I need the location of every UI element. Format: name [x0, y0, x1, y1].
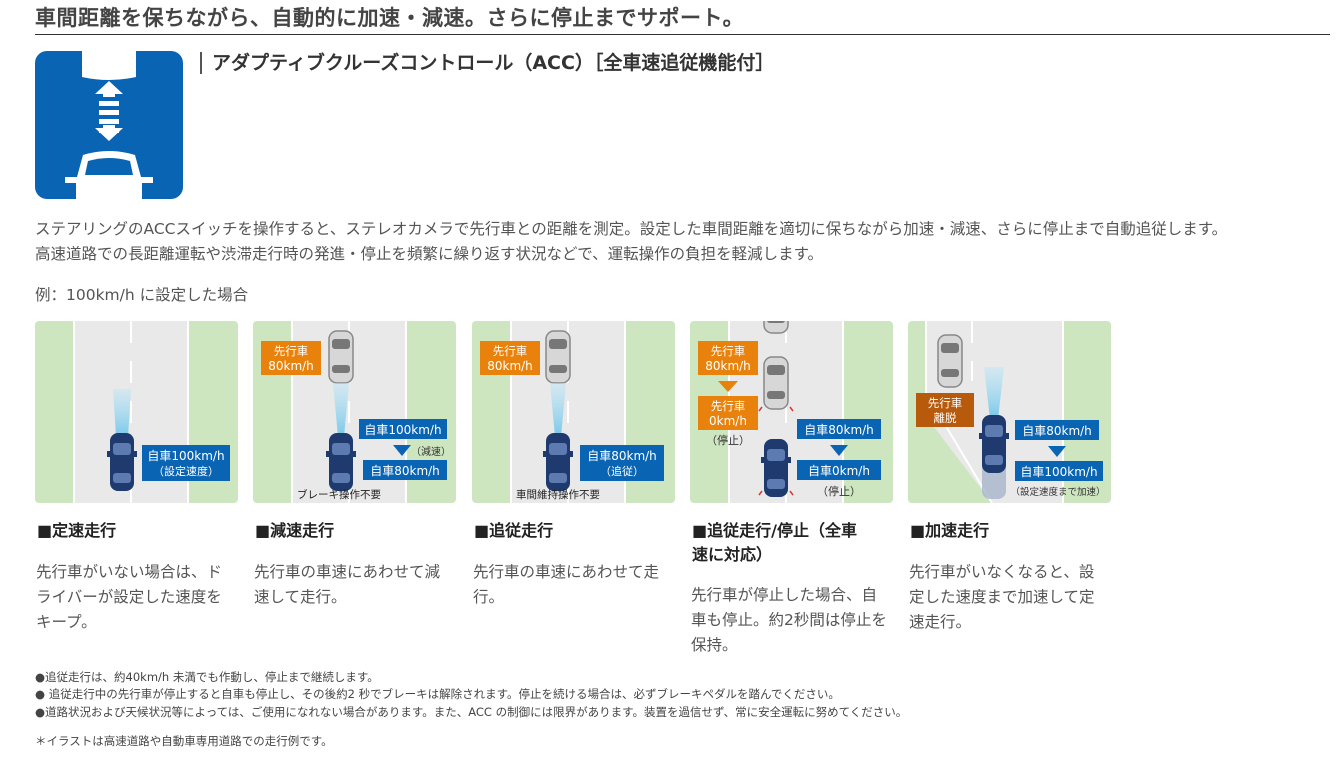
- own-after-badge: [797, 460, 881, 480]
- change-label: （減速）: [411, 445, 451, 458]
- panel-follow-stop: 先行車 80km/h 先行車 0km/h （停止） 自車80km/h 自車0km…: [690, 321, 893, 503]
- change-label: （設定速度まで加速）: [1010, 486, 1105, 498]
- caption-title-2: ■減速走行: [255, 521, 335, 540]
- lead-after-label: 先行車: [711, 399, 746, 413]
- down-arrow-icon: [393, 445, 411, 456]
- headline-rule: [35, 34, 1330, 35]
- panel-constant-speed: 自車100km/h （設定速度）: [35, 321, 238, 503]
- own-speed-sub: （設定速度）: [153, 464, 219, 478]
- own-car: [979, 415, 1009, 473]
- caption-title-3: ■追従走行: [474, 521, 554, 540]
- caption-desc-4: 先行車が停止した場合、自車も停止。約2秒間は停止を保持。: [691, 586, 887, 654]
- headline: 車間距離を保ちながら、自動的に加速・減速。さらに停止までサポート。: [35, 6, 745, 30]
- own-before-badge: [1015, 420, 1099, 440]
- sensor-beam: [550, 383, 566, 437]
- own-before-badge: [797, 419, 881, 439]
- own-car: [326, 433, 356, 491]
- down-arrow-icon: [830, 445, 848, 456]
- down-arrow-icon: [1048, 446, 1066, 457]
- lead-label: 先行車: [493, 344, 528, 358]
- own-speed-text: 自車100km/h: [147, 449, 224, 463]
- caption-desc-2: 先行車の車速にあわせて減速して走行。: [254, 563, 441, 606]
- lead-car: [328, 330, 354, 384]
- lead-car: [763, 356, 789, 410]
- lead-speed: 80km/h: [487, 359, 533, 373]
- lead-after-badge: [698, 396, 758, 430]
- lead-speed-badge: [480, 341, 540, 375]
- own-after-text: 自車80km/h: [370, 464, 440, 478]
- own-car: [761, 439, 791, 497]
- lead-before-badge: [698, 341, 758, 375]
- own-before-badge: [359, 419, 447, 439]
- lead-label: 先行車: [274, 344, 309, 358]
- feature-title: アダプティブクルーズコントロール（ACC）［全車速追従機能付］: [200, 52, 774, 74]
- own-speed-sub: （追従）: [600, 464, 644, 478]
- lead-stop-label: （停止）: [706, 433, 750, 447]
- own-before-text: 自車80km/h: [1022, 424, 1092, 438]
- description-line-2: 高速道路での長距離運転や渋滞走行時の発進・停止を頻繁に繰り返す状況などで、運転操…: [35, 245, 824, 263]
- caption-title-5: ■加速走行: [910, 521, 990, 540]
- own-after-text: 自車0km/h: [808, 464, 870, 478]
- departing-lead-car: [937, 334, 963, 388]
- panel-following: 先行車 80km/h 自車80km/h （追従） 車間維持操作不要: [472, 321, 675, 503]
- sensor-beam: [984, 367, 1004, 419]
- lead-before-label: 先行車: [711, 344, 746, 358]
- acc-feature-icon: [35, 51, 183, 199]
- note-2: ● 追従走行中の先行車が停止すると自車も停止し、その後約2 秒でブレーキは解除さ…: [35, 687, 840, 701]
- panel-acceleration: 先行車 離脱 自車80km/h 自車100km/h （設定速度まで加速）: [908, 321, 1111, 503]
- sensor-beam: [333, 383, 349, 437]
- example-label: 例：100km/h に設定した場合: [35, 286, 249, 304]
- lead-before-speed: 80km/h: [705, 359, 751, 373]
- panel-deceleration: 先行車 80km/h 自車100km/h （減速） 自車80km/h ブレーキ操…: [253, 321, 456, 503]
- lead-car-ghost: [763, 321, 789, 334]
- caption-desc-3: 先行車の車速にあわせて走行。: [473, 563, 660, 606]
- lead-departure-badge: [916, 393, 974, 427]
- caption-desc-5: 先行車がいなくなると、設定した速度まで加速して定速走行。: [909, 563, 1095, 631]
- own-speed-text: 自車80km/h: [587, 449, 657, 463]
- lead-speed: 80km/h: [268, 359, 314, 373]
- lead-label: 先行車: [928, 396, 963, 410]
- lead-speed-badge: [261, 341, 321, 375]
- footnote: ＊イラストは高速道路や自動車専用道路での走行例です。: [35, 734, 333, 748]
- note-3: ●道路状況および天候状況等によっては、ご使用になれない場合があります。また、AC…: [35, 705, 908, 719]
- own-after-text: 自車100km/h: [1020, 465, 1097, 479]
- note-1: ●追従走行は、約40km/h 未満でも作動し、停止まで継続します。: [35, 670, 379, 684]
- own-car: [107, 433, 137, 491]
- description-line-1: ステアリングのACCスイッチを操作すると、ステレオカメラで先行車との距離を測定。…: [35, 220, 1228, 238]
- lead-after-speed: 0km/h: [709, 414, 747, 428]
- own-before-text: 自車80km/h: [804, 423, 874, 437]
- own-before-text: 自車100km/h: [364, 423, 441, 437]
- own-car: [543, 433, 573, 491]
- own-after-badge: [363, 460, 447, 480]
- own-speed-badge: [580, 445, 664, 481]
- own-speed-badge: [142, 445, 230, 481]
- own-after-badge: [1015, 461, 1103, 481]
- footer-label: 車間維持操作不要: [516, 488, 600, 501]
- footer-label: ブレーキ操作不要: [297, 488, 381, 501]
- sensor-beam: [113, 389, 131, 437]
- down-arrow-icon: [718, 381, 738, 392]
- caption-title-4: ■追従走行/停止（全車速に対応）: [692, 521, 857, 564]
- own-stop-label: （停止）: [817, 484, 861, 498]
- caption-desc-1: 先行車がいない場合は、ドライバーが設定した速度をキープ。: [36, 563, 223, 631]
- caption-title-1: ■定速走行: [37, 521, 117, 540]
- lead-departure-label: 離脱: [934, 411, 957, 425]
- lead-car: [545, 330, 571, 384]
